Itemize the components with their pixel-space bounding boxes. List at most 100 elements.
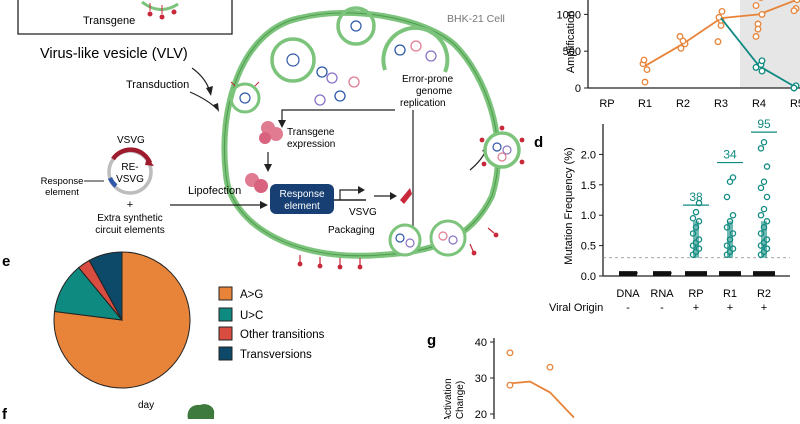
extra-circuit-2: circuit elements xyxy=(95,225,164,236)
amplification-ylabel: Amplification xyxy=(565,11,577,73)
high-frequency-point xyxy=(758,146,763,151)
activation-marks xyxy=(507,350,574,418)
packaging-label: Packaging xyxy=(328,225,375,236)
low-frequency-point xyxy=(659,271,662,274)
viral-origin-sign: + xyxy=(761,302,767,314)
y-tick-label: 30 xyxy=(475,373,487,385)
vlv-particle-icon xyxy=(142,2,178,20)
x-tick-label: R5 xyxy=(790,98,800,110)
high-frequency-point xyxy=(724,194,729,199)
panel-f: f day xyxy=(2,400,214,419)
response-element-label-1: Response xyxy=(41,176,84,187)
y-tick-label: 2.0 xyxy=(581,149,596,161)
activation-data-point xyxy=(547,364,553,370)
high-frequency-point xyxy=(693,210,698,215)
panel-letter-d: d xyxy=(534,134,543,151)
response-element-label-2: element xyxy=(45,187,79,198)
mutation-marks xyxy=(619,140,775,277)
legend-swatch-other xyxy=(219,327,232,340)
x-tick-label: DNA xyxy=(616,288,640,300)
low-frequency-point xyxy=(625,271,628,274)
low-frequency-point xyxy=(628,273,631,276)
mutation-count-labels: 38 34 95 xyxy=(683,117,777,205)
lipofection-label: Lipofection xyxy=(188,185,241,197)
mutation-ylabel: Mutation Frequency (%) xyxy=(563,147,575,264)
x-tick-label: RNA xyxy=(650,288,674,300)
high-frequency-point xyxy=(690,216,695,221)
y-tick-label: 1.0 xyxy=(581,210,596,222)
orange-data-point xyxy=(715,39,721,45)
viral-origin-sign: + xyxy=(727,302,733,314)
activation-ylabel-1: Activation xyxy=(443,378,454,419)
activation-ylabel-2: Change) xyxy=(455,381,466,419)
x-tick-label: RP xyxy=(688,288,703,300)
mutation-count-label: 38 xyxy=(689,190,703,204)
orange-data-point xyxy=(791,8,797,14)
legend-label-ag: A>G xyxy=(240,289,263,301)
high-frequency-point xyxy=(761,140,766,145)
low-frequency-point xyxy=(619,273,622,276)
re-vsvg-line1: RE- xyxy=(121,162,138,173)
orange-data-point xyxy=(753,3,759,9)
replication-label-1: Error-prone xyxy=(402,74,454,85)
shaded-region xyxy=(740,0,800,88)
teal-data-point xyxy=(753,65,759,71)
legend-label-uc: U>C xyxy=(240,310,263,322)
y-tick-label: 20 xyxy=(475,409,487,419)
low-frequency-point xyxy=(668,271,671,274)
mutation-count-label: 34 xyxy=(723,148,737,162)
activation-axes: 40 30 20 xyxy=(475,337,494,419)
high-frequency-point xyxy=(758,185,763,190)
high-frequency-point xyxy=(761,207,766,212)
plus-sign: + xyxy=(127,199,133,211)
low-frequency-cluster xyxy=(753,271,775,276)
vlv-title: Virus-like vesicle (VLV) xyxy=(40,46,188,62)
legend-label-other: Other transitions xyxy=(240,329,325,341)
orange-data-point xyxy=(719,9,725,15)
panel-letter-g: g xyxy=(427,332,436,349)
replication-label-3: replication xyxy=(400,98,446,109)
panel-f-day-label: day xyxy=(138,400,154,411)
high-frequency-point xyxy=(764,164,769,169)
orange-data-point xyxy=(641,57,647,63)
dense-point-band xyxy=(693,221,699,257)
teal-data-point xyxy=(759,58,765,64)
low-frequency-point xyxy=(631,272,634,275)
vsvg-out-label: VSVG xyxy=(349,207,377,218)
x-tick-label: R2 xyxy=(757,288,771,300)
high-frequency-point xyxy=(758,213,763,218)
x-tick-label: RP xyxy=(599,98,614,110)
mutation-count-label: 95 xyxy=(757,117,771,131)
y-tick-label: 0 xyxy=(575,83,581,95)
high-frequency-point xyxy=(764,194,769,199)
x-tick-label: R1 xyxy=(638,98,652,110)
low-frequency-point xyxy=(653,273,656,276)
orange-data-point xyxy=(644,67,650,73)
transgene-expression-1: Transgene xyxy=(287,127,335,138)
dense-point-band xyxy=(727,221,733,257)
low-frequency-point xyxy=(622,272,625,275)
vsvg-plasmid-label: VSVG xyxy=(117,135,145,146)
y-tick-label: 0.5 xyxy=(581,241,596,253)
orange-data-point xyxy=(677,34,683,40)
legend-swatch-transversions xyxy=(219,347,232,360)
extra-circuit-1: Extra synthetic xyxy=(97,213,163,224)
viral-origin-label: Viral Origin xyxy=(549,302,603,314)
cell-label: BHK-21 Cell xyxy=(447,13,505,25)
viral-origin-sign: + xyxy=(693,302,699,314)
legend-label-transversions: Transversions xyxy=(240,349,312,361)
orange-data-point xyxy=(753,34,759,40)
orange-data-point xyxy=(755,26,761,32)
panel-letter-e: e xyxy=(2,253,10,270)
high-frequency-point xyxy=(761,179,766,184)
low-frequency-point xyxy=(656,272,659,275)
replication-label-2: genome xyxy=(416,86,453,97)
amplification-panel: 10005000RPR1R2R3R4R5 Amplification xyxy=(557,0,800,110)
y-tick-label: 40 xyxy=(475,337,487,349)
high-frequency-point xyxy=(730,213,735,218)
response-box-line1: Response xyxy=(279,189,324,200)
orange-data-point xyxy=(794,0,800,2)
pie-chart xyxy=(54,252,190,388)
